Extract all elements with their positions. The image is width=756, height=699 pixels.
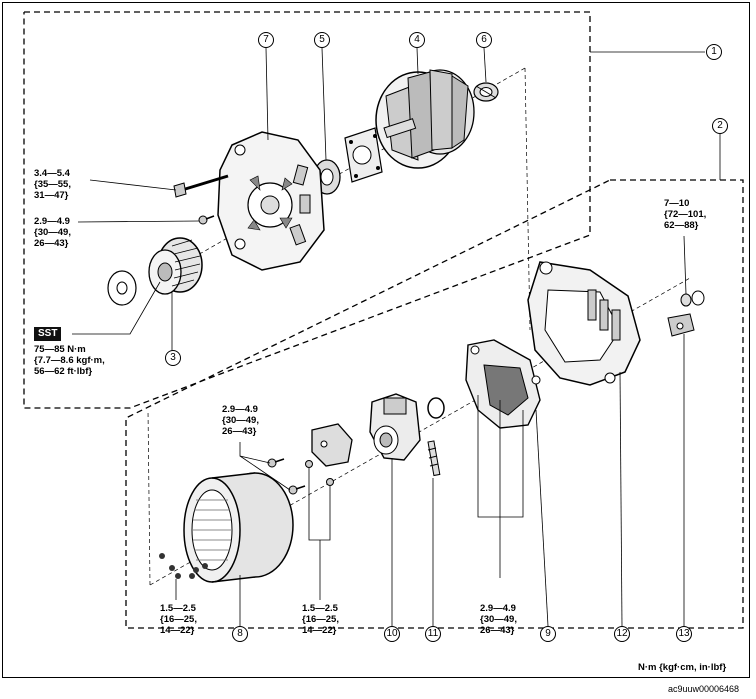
callout-4: 4 [409,32,425,48]
leader-5 [321,47,327,161]
leader-bolt [89,179,177,191]
torque-spec-rectifier: 2.9—4.9 {30—49, 26—43} [480,603,517,636]
bearing-retainer-plate [344,127,383,183]
regulator-part [369,393,421,461]
torque-spec-pulley: 75—85 N·m {7.7—8.6 kgf·m, 56—62 ft·lbf} [34,344,105,377]
leader-brush-screws [308,468,331,541]
front-housing-part [217,131,325,271]
leader-4 [416,47,419,75]
leader-9 [535,409,549,627]
rear-housing-part [527,261,641,386]
callout-13: 13 [676,626,692,642]
leader-terminal-torque [683,235,687,295]
callout-10: 10 [384,626,400,642]
torque-spec-front-screw: 2.9—4.9 {30—49, 26—43} [34,216,71,249]
rotor-part [375,69,475,169]
leader-sst [72,281,161,335]
regulator-cover-part [311,423,353,467]
units-note: N·m {kgf·cm, in·lbf} [638,662,727,673]
document-id: ac9uuw00006468 [668,684,740,694]
brush-spring-part [427,440,441,477]
callout-11: 11 [425,626,441,642]
callout-2: 2 [712,118,728,134]
pulley-part [148,237,203,295]
torque-spec-front-bolt: 3.4—5.4 {35—55, 31—47} [34,168,71,201]
leader-rectifier-screws [477,395,524,518]
callout-3: 3 [165,350,181,366]
leader-regulator-torque [239,442,271,464]
torque-spec-terminal: 7—10 {72—101, 62—88} [664,198,707,231]
front-long-bolt [173,174,229,198]
pulley-washer [107,270,137,306]
torque-spec-brush-holder: 1.5—2.5 {16—25, 14—22} [302,603,339,636]
leader-6 [483,47,487,83]
group-1-boundary [23,11,591,409]
torque-spec-regulator: 2.9—4.9 {30—49, 26—43} [222,404,259,437]
rectifier-part [465,339,541,429]
stator-screws [159,553,208,579]
sst-badge: SST [34,327,62,341]
regulator-screws [267,458,334,495]
callout-12: 12 [614,626,630,642]
shaft-axis-rear [149,277,691,586]
leader-7 [265,47,269,141]
callout-5: 5 [314,32,330,48]
diagram-frame [2,2,750,678]
leader-screw [77,220,200,223]
callout-1: 1 [706,44,722,60]
leader-12 [619,371,623,627]
callout-6: 6 [476,32,492,48]
snap-ring-part [427,397,445,419]
torque-spec-stator: 1.5—2.5 {16—25, 14—22} [160,603,197,636]
stator-part [183,472,294,583]
callout-7: 7 [258,32,274,48]
group-2-boundary [125,179,744,629]
callout-8: 8 [232,626,248,642]
rear-bearing-part [473,82,499,102]
front-small-screw [198,215,215,225]
terminal-nut-part [667,290,705,337]
callout-9: 9 [540,626,556,642]
